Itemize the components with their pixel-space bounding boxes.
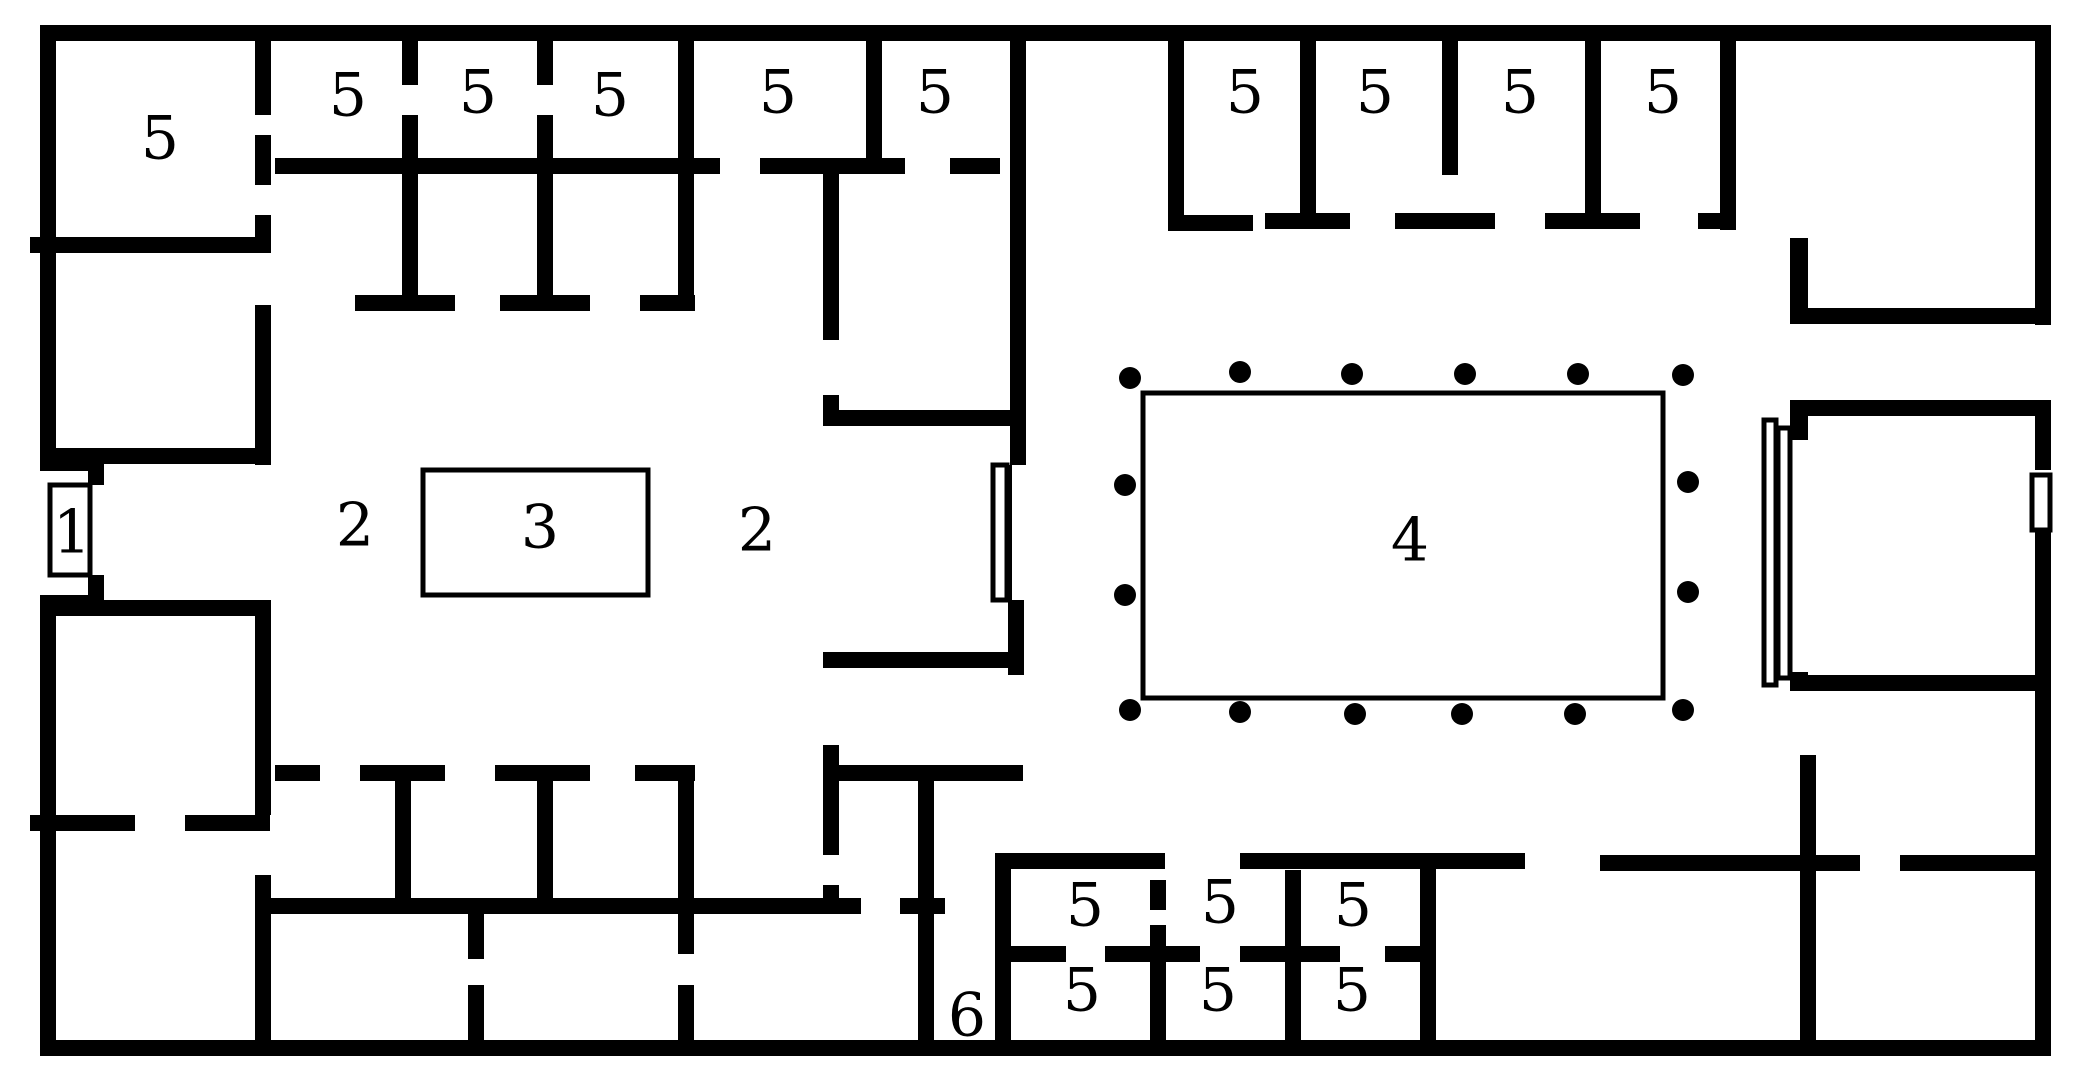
label-room: 5: [1644, 58, 1682, 128]
label-room: 5: [329, 61, 367, 131]
room-labels: 1 2 3 2 4 6 5 5 5 5 5 5 5 5 5 5 5 5 5 5 …: [53, 58, 1682, 1051]
column: [1229, 361, 1251, 383]
atrium-left-rooms: [30, 40, 271, 1045]
label-room: 5: [1333, 956, 1371, 1026]
east-rooms: [1600, 238, 2053, 1040]
label-atrium-right: 2: [738, 496, 776, 566]
column: [1344, 703, 1366, 725]
label-room: 5: [141, 104, 179, 174]
column: [1341, 363, 1363, 385]
label-room: 5: [1199, 956, 1237, 1026]
atrium-south-rooms: [271, 600, 1024, 1041]
label-room: 5: [1334, 871, 1372, 941]
impluvium: [420, 467, 651, 598]
label-room: 5: [1063, 956, 1101, 1026]
column: [1672, 364, 1694, 386]
column: [1677, 471, 1699, 493]
label-atrium-left: 2: [336, 491, 374, 561]
tablinum-door: [990, 462, 1012, 603]
atrium-north-rooms: [275, 25, 1026, 465]
label-peristyle: 4: [1391, 506, 1429, 576]
peristyle-north-rooms: [1168, 40, 1736, 231]
label-room: 5: [759, 58, 797, 128]
label-impluvium: 3: [521, 493, 559, 563]
column: [1567, 363, 1589, 385]
column: [1119, 699, 1141, 721]
column: [1229, 701, 1251, 723]
label-room: 5: [459, 58, 497, 128]
label-room: 5: [916, 58, 954, 128]
label-room: 5: [591, 61, 629, 131]
column: [1119, 367, 1141, 389]
column: [1114, 584, 1136, 606]
column: [1451, 703, 1473, 725]
column: [1454, 363, 1476, 385]
peristyle-south-rooms: [995, 853, 1525, 1056]
peristyle-garden: [1114, 361, 1699, 725]
label-posticum: 6: [948, 981, 986, 1051]
label-room: 5: [1201, 868, 1239, 938]
label-entrance: 1: [53, 498, 91, 568]
column: [1677, 581, 1699, 603]
label-room: 5: [1501, 58, 1539, 128]
label-room: 5: [1226, 58, 1264, 128]
column: [1114, 474, 1136, 496]
column: [1672, 699, 1694, 721]
label-room: 5: [1356, 58, 1394, 128]
label-room: 5: [1066, 871, 1104, 941]
column: [1564, 703, 1586, 725]
